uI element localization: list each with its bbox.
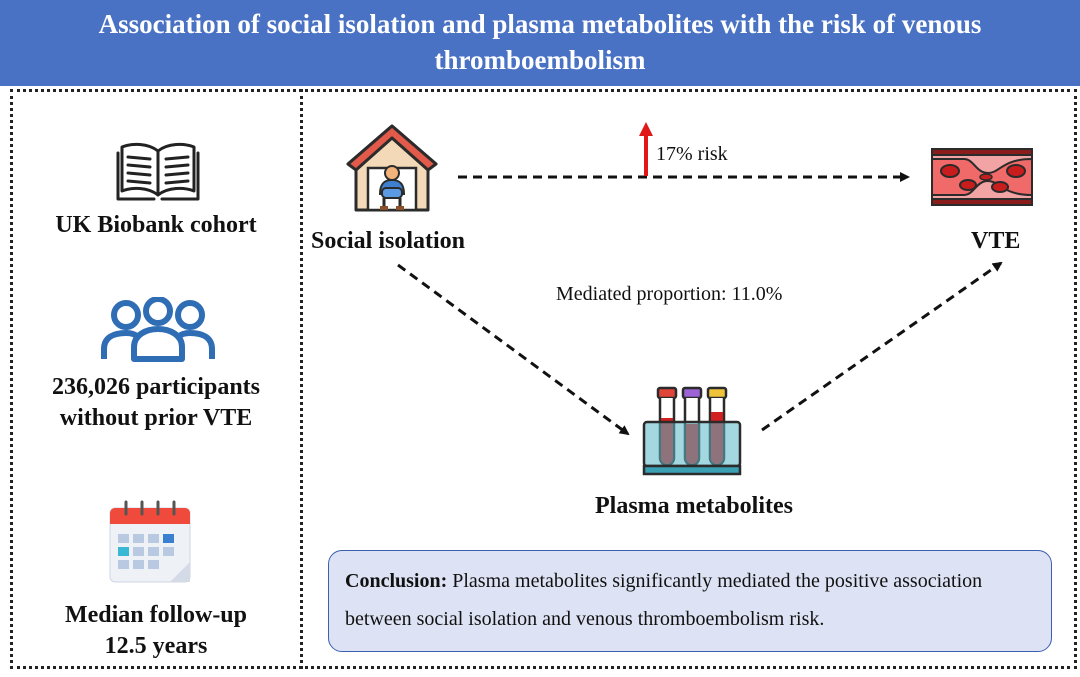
followup-line-1: Median follow-up	[64, 602, 247, 628]
exposure-mediator-arrow	[397, 263, 630, 436]
title-line-2: thromboembolism	[434, 45, 646, 75]
conclusion-text: Plasma metabolites significantly mediate…	[345, 570, 983, 630]
mediator-outcome-arrow	[761, 261, 1003, 432]
social-isolation-label: Social isolation	[311, 228, 466, 254]
content-frame	[10, 89, 1077, 669]
test-tubes-icon	[642, 386, 742, 476]
participants-line-1: 236,026 participants	[51, 374, 260, 400]
title-banner: Association of social isolation and plas…	[0, 0, 1080, 86]
title-line-1: Association of social isolation and plas…	[98, 9, 982, 39]
house-person-icon	[346, 124, 438, 212]
risk-label: 17% risk	[656, 143, 728, 165]
panel-divider	[300, 89, 303, 669]
people-group-icon	[101, 297, 215, 362]
calendar-icon	[109, 500, 191, 583]
blood-vessel-icon	[931, 148, 1033, 206]
vte-label: VTE	[971, 228, 1021, 254]
open-book-icon	[116, 142, 200, 201]
plasma-metabolites-label: Plasma metabolites	[595, 493, 793, 519]
mediated-proportion-label: Mediated proportion: 11.0%	[556, 283, 783, 305]
conclusion-heading: Conclusion:	[345, 570, 448, 592]
followup-line-2: 12.5 years	[104, 633, 208, 659]
cohort-label: UK Biobank cohort	[55, 212, 257, 238]
conclusion-box: Conclusion: Plasma metabolites significa…	[328, 550, 1052, 652]
up-arrow-icon	[639, 122, 653, 176]
participants-line-2: without prior VTE	[59, 405, 253, 431]
